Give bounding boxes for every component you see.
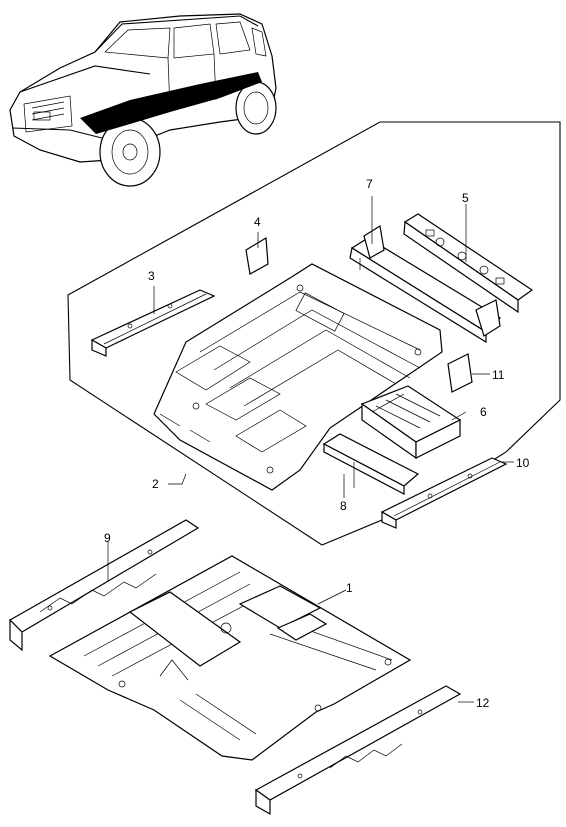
part-8-cross-member xyxy=(322,433,420,495)
callout-7: 7 xyxy=(366,177,373,191)
callout-8: 8 xyxy=(340,499,347,513)
callout-1: 1 xyxy=(346,581,353,595)
leader-lines xyxy=(168,411,514,703)
part-10-side-sill xyxy=(380,457,508,529)
part-1-front-floor-panel xyxy=(48,555,412,761)
vehicle-illustration xyxy=(9,13,277,187)
part-2-rear-floor-panel xyxy=(153,263,443,491)
callout-10: 10 xyxy=(516,456,530,470)
part-9-front-side-member xyxy=(9,519,200,652)
callout-11: 11 xyxy=(492,368,505,382)
part-11-plate xyxy=(447,353,490,393)
callout-5: 5 xyxy=(462,191,469,205)
part-12-side-sill xyxy=(254,685,462,816)
part-5-rear-cross-member xyxy=(403,204,534,314)
part-6-tray xyxy=(360,385,462,460)
part-7-rear-floor-member xyxy=(349,196,501,344)
callout-12: 12 xyxy=(476,696,490,710)
callout-4: 4 xyxy=(254,215,261,229)
part-4-bracket xyxy=(245,232,269,275)
callouts: 1 2 3 4 5 6 7 8 9 10 11 12 xyxy=(104,177,530,710)
callout-6: 6 xyxy=(480,405,487,419)
part-3-side-member xyxy=(90,286,216,357)
callout-9: 9 xyxy=(104,531,111,545)
callout-3: 3 xyxy=(148,269,155,283)
callout-2: 2 xyxy=(152,477,159,491)
